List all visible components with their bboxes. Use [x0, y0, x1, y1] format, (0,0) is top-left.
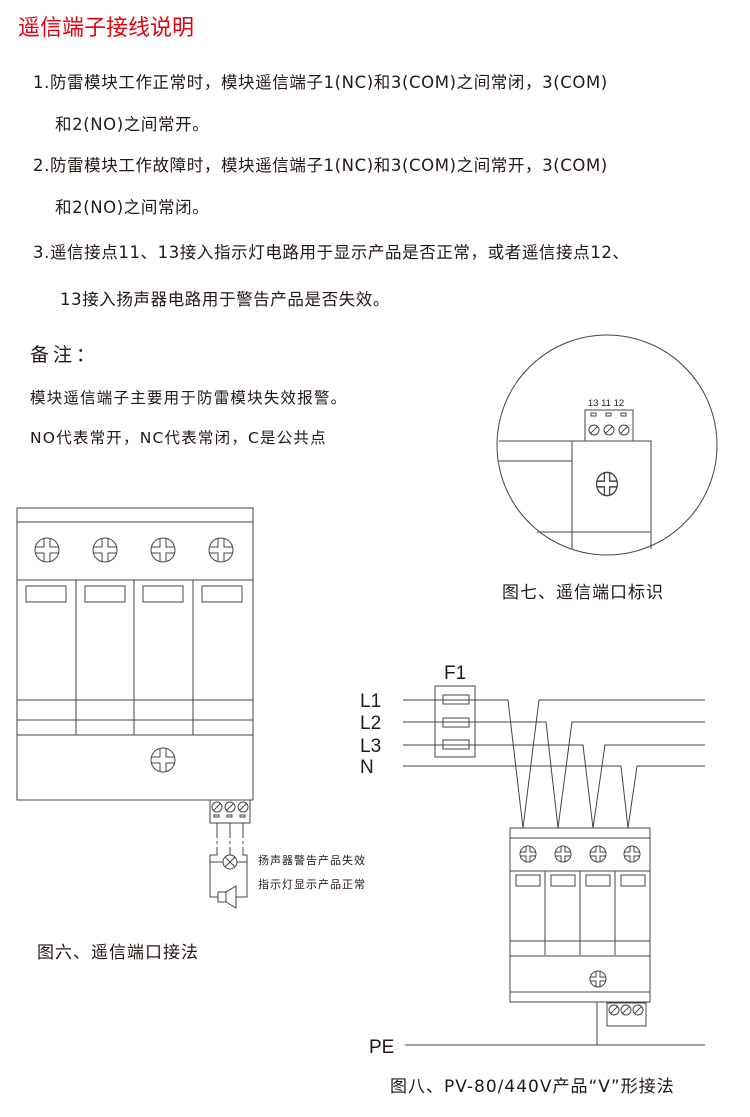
screw-icon [150, 537, 176, 563]
speaker-icon [217, 885, 237, 909]
screw-icon [589, 970, 607, 988]
screw-icon [519, 845, 537, 863]
fig7-terminal-labels: 13 11 12 [588, 398, 624, 409]
paragraph-1-line-1: 1.防雷模块工作正常时，模块遥信端子1(NC)和3(COM)之间常闭，3(COM… [33, 73, 608, 92]
note-line-2: NO代表常开，NC代表常闭，C是公共点 [30, 429, 327, 447]
lamp-icon [210, 854, 247, 870]
line-label-l1: L1 [360, 691, 381, 712]
fig8-fuse-label: F1 [444, 663, 466, 684]
fig8-terminal-block [606, 1002, 647, 1027]
fig8-caption: 图八、PV-80/440V产品“V”形接法 [390, 1077, 675, 1097]
fig6-terminal-block [209, 799, 251, 824]
screw-icon [623, 845, 641, 863]
screw-icon [208, 537, 234, 563]
paragraph-3-line-2: 13接入扬声器电路用于警告产品是否失效。 [60, 290, 390, 309]
fig6-lamp-label: 指示灯显示产品正常 [258, 877, 366, 891]
line-label-n: N [360, 757, 374, 778]
line-label-l3: L3 [360, 736, 381, 757]
fig6-module-diagram: 扬声器警告产品失效 指示灯显示产品正常 [16, 507, 366, 909]
screw-icon [92, 537, 118, 563]
line-label-l2: L2 [360, 713, 381, 734]
screw-icon [150, 747, 176, 773]
fig7-screw-icon [595, 471, 619, 497]
pe-label: PE [369, 1037, 394, 1058]
fig7-detail-circle: 13 11 12 [496, 334, 718, 556]
fig6-caption: 图六、遥信端口接法 [37, 943, 199, 963]
page-title: 遥信端子接线说明 [18, 16, 195, 41]
screw-icon [34, 537, 60, 563]
notes-heading: 备注： [30, 344, 100, 366]
fig8-wiring-diagram: F1 L1 L2 L3 N PE [360, 663, 705, 1058]
fig6-speaker-label: 扬声器警告产品失效 [258, 853, 366, 867]
fig7-caption: 图七、遥信端口标识 [502, 583, 664, 603]
paragraph-1-line-2: 和2(NO)之间常开。 [55, 115, 210, 134]
paragraph-2-line-1: 2.防雷模块工作故障时，模块遥信端子1(NC)和3(COM)之间常开，3(COM… [33, 156, 608, 175]
fig7-terminal-block [584, 409, 634, 442]
paragraph-2-line-2: 和2(NO)之间常闭。 [55, 198, 210, 217]
screw-icon [589, 845, 607, 863]
note-line-1: 模块遥信端子主要用于防雷模块失效报警。 [30, 389, 348, 407]
paragraph-3-line-1: 3.遥信接点11、13接入指示灯电路用于显示产品是否正常，或者遥信接点12、 [33, 243, 630, 262]
screw-icon [554, 845, 572, 863]
